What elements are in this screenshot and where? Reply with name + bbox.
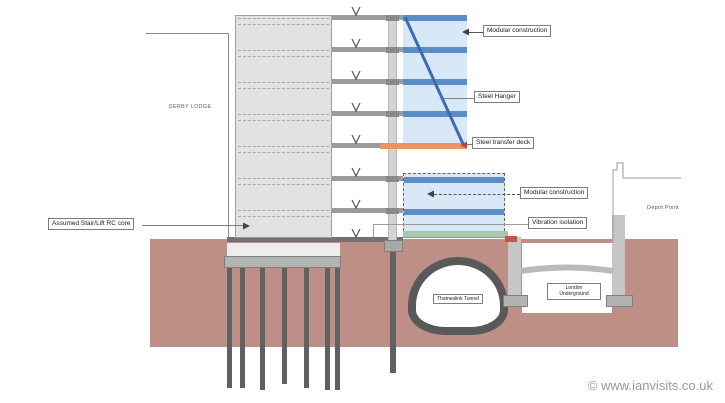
pile-cap [224, 256, 341, 268]
bearing-pad [505, 236, 517, 242]
label-assumed-core: Assumed Stair/Lift RC core [48, 218, 135, 231]
floor-slab [332, 111, 403, 116]
lower-modular-block [403, 173, 505, 231]
modular-floor-bar [404, 177, 504, 183]
leader-modular-upper [469, 32, 483, 33]
pile [304, 268, 309, 388]
pile [282, 268, 287, 384]
modular-floor-bar [403, 15, 467, 21]
modular-floor-bar [403, 47, 467, 53]
floor-slab [332, 79, 403, 84]
label-london-underground: London Underground [547, 283, 601, 300]
column-pile [390, 250, 396, 373]
leader-vibration [373, 224, 374, 237]
floor-slab [332, 15, 403, 20]
level-marker [351, 6, 361, 239]
floor-slab [332, 176, 403, 181]
pile [335, 268, 340, 390]
hidden-floor-line [238, 178, 329, 185]
pile [325, 268, 330, 390]
pile [227, 268, 232, 388]
core-column [388, 15, 397, 240]
label-thameslink-tunnel: Thameslink Tunnel [433, 294, 483, 305]
column-footing [384, 240, 403, 252]
label-vibration-isolation: Vibration isolation [528, 217, 588, 230]
lu-east-wall [612, 215, 625, 295]
derby-lodge-bracket [146, 33, 228, 34]
wall-footing [606, 295, 633, 307]
lu-west-wall [508, 237, 521, 295]
hidden-floor-line [238, 50, 329, 57]
floor-slab [332, 208, 403, 213]
leader-rc-core [142, 225, 243, 226]
label-modular-construction-lower: Modular construction [520, 187, 589, 200]
ground-slab [227, 237, 403, 242]
slab-bearing-tip [386, 208, 399, 214]
steel-transfer-deck [380, 143, 467, 149]
watermark-url[interactable]: © www.ianvisits.co.uk [587, 378, 713, 393]
wall-footing [503, 295, 528, 307]
label-steel-hanger: Steel Hanger [474, 91, 520, 104]
upper-modular-block [403, 15, 467, 143]
pile [240, 268, 245, 388]
hidden-floor-line [238, 82, 329, 89]
label-modular-construction-upper: Modular construction [483, 25, 552, 38]
label-depot-point: Depot Point [646, 205, 680, 211]
leader-transfer-deck [467, 144, 472, 145]
pile [260, 268, 265, 390]
leader-vibration [373, 224, 528, 225]
label-steel-transfer-deck: Steel transfer deck [472, 137, 535, 150]
hidden-floor-line [238, 18, 329, 25]
slab-bearing-tip [386, 15, 399, 21]
vibration-isolation-strip [403, 231, 508, 238]
slab-bearing-tip [386, 176, 399, 182]
basement-slab [227, 243, 340, 257]
leader-modular-lower [434, 194, 520, 195]
derby-lodge-bracket [228, 33, 229, 238]
slab-bearing-tip [386, 47, 399, 53]
slab-bearing-tip [386, 111, 399, 117]
hidden-floor-line [238, 114, 329, 121]
hidden-floor-line [238, 210, 329, 217]
rc-core-block [235, 15, 332, 238]
hidden-floor-line [238, 146, 329, 153]
modular-floor-bar [404, 209, 504, 215]
leader-steel-hanger [444, 98, 474, 99]
label-derby-lodge: DERBY LODGE [168, 104, 212, 110]
modular-floor-bar [403, 79, 467, 85]
slab-bearing-tip [386, 79, 399, 85]
floor-slab [332, 143, 388, 148]
floor-slab [332, 47, 403, 52]
lu-box-cut [522, 243, 612, 313]
modular-floor-bar [403, 111, 467, 117]
